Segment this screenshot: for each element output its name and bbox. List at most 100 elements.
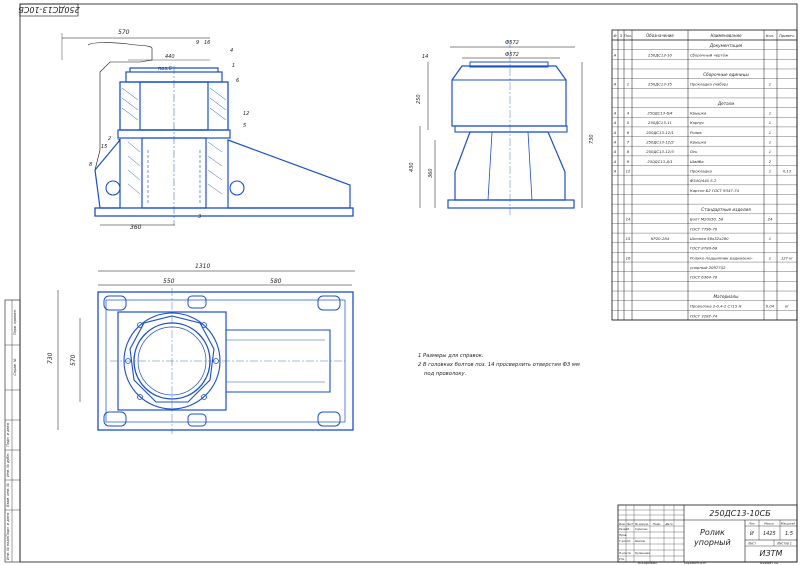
tb-role: Т.контр. <box>619 539 631 543</box>
spec-cell-name: Материалы <box>713 294 739 299</box>
spec-cell-name: Крышка <box>690 111 707 116</box>
spec-cell-qty: 1 <box>769 149 771 154</box>
tb-label: Лист <box>625 522 633 526</box>
spec-cell-pos: 6 <box>627 130 630 135</box>
spec-cell-f: А <box>613 83 617 87</box>
dim-580: 580 <box>270 278 282 285</box>
spec-cell-name: Ось <box>690 149 697 154</box>
dim-730-side: 730 <box>589 134 595 144</box>
tb-label: Изм <box>619 522 625 526</box>
spec-cell-name: ГОСТ 3282-74 <box>690 313 718 318</box>
tb-sheets: Листов 1 <box>776 542 792 546</box>
tb-mass: 1425 <box>763 531 776 537</box>
note-line: 1 Размеры для справок. <box>418 353 484 359</box>
spec-header: З <box>620 34 623 38</box>
spec-cell-name: Прокладка (набор) <box>690 82 728 87</box>
spec-cell-name: ГОСТ 6364-78 <box>690 275 718 280</box>
spec-cell-code: 250ДС13-8/1 <box>647 159 672 164</box>
spec-cell-name: Корпус <box>690 120 705 125</box>
callout: 6 <box>236 78 239 84</box>
callout: 9 <box>196 40 199 46</box>
spec-cell-qty: 1 <box>769 82 771 87</box>
spec-cell-name: Проволока 2-0,4-2 Ст15 Н <box>690 304 741 309</box>
dim-570: 570 <box>118 29 130 36</box>
spec-cell-code: 250ДС13-35 <box>648 82 672 87</box>
dim-d-outer: Ф572 <box>505 40 519 46</box>
side-label: Перв. примен. <box>13 309 17 335</box>
sheet-frame <box>19 3 798 563</box>
callout: 15 <box>101 144 107 150</box>
tb-name-1: Ролик <box>700 528 725 537</box>
spec-cell-name: Ролико-подшипник радиально- <box>690 255 753 260</box>
spec-cell-qty: 0,04 <box>766 304 775 309</box>
side-label: Справ. № <box>13 358 17 375</box>
plan-view: 1310 550 580 730 570 <box>47 263 355 434</box>
spec-cell-name: Крышка <box>690 140 707 145</box>
callout: 7 <box>117 139 121 145</box>
callout: 12 <box>243 111 249 117</box>
callout-14: 14 <box>422 54 428 60</box>
dim-730-plan: 730 <box>47 352 54 364</box>
callout: 8 <box>89 162 92 168</box>
spec-header: Обозначение <box>646 33 674 38</box>
spec-cell-code: 250ДС13-10 <box>648 53 672 58</box>
tb-sheet: Лист <box>747 542 756 546</box>
note-line: 2 В головках болтов поз. 14 просверлить … <box>418 362 580 368</box>
tb-label: Подп. <box>653 522 662 526</box>
side-label: Подп. и дата <box>6 423 10 447</box>
tb-role: Утв. <box>619 557 625 561</box>
tb-person: Кулешова <box>635 551 650 555</box>
spec-cell-f: А <box>613 112 617 116</box>
dim-570-plan: 570 <box>70 354 77 366</box>
spec-cell-f: А <box>613 131 617 135</box>
tb-role: Н.контр. <box>619 551 632 555</box>
callout: 5 <box>243 123 246 129</box>
side-strip: Перв. примен. Справ. № Подп. и дата Инв.… <box>4 299 21 563</box>
tb-person: Шилов <box>635 539 645 543</box>
spec-cell-qty: 1 <box>769 168 771 173</box>
spec-cell-pos: 12 <box>626 168 631 173</box>
spec-cell-name: ГОСТ 7796-70 <box>690 226 718 231</box>
callout: 2 <box>108 136 111 142</box>
spec-cell-code: 250ДС13-12/1 <box>646 130 674 135</box>
tb-org: ИЗТМ <box>760 549 783 558</box>
spec-cell-qty: 2 <box>769 159 772 164</box>
spec-cell-qty: 1 <box>769 120 771 125</box>
tb-label: Масштаб <box>781 522 795 526</box>
spec-cell-note: 127 кг <box>781 256 793 260</box>
tb-role: Разраб. <box>619 527 630 531</box>
tb-person: Сорокин <box>635 527 648 531</box>
callout: 16 <box>204 40 210 46</box>
spec-cell-pos: 16 <box>626 255 631 260</box>
spec-cell-f: А <box>613 169 617 173</box>
main-section-view: 570 440 поз.6 <box>61 29 354 231</box>
dim-440: 440 <box>165 54 175 60</box>
side-label: Подп. и дата <box>6 513 10 537</box>
spec-cell-qty: 1 <box>769 255 771 260</box>
spec-cell-note: 0,13 <box>783 169 792 173</box>
tb-label: Масса <box>764 522 774 526</box>
tb-scale: 1:5 <box>785 531 793 537</box>
tb-lit: И <box>750 531 754 537</box>
tb-label: № докум. <box>634 522 649 526</box>
notes: 1 Размеры для справок. 2 В головках болт… <box>418 353 580 377</box>
spec-cell-pos: 15 <box>626 236 631 241</box>
text-pos6: поз.6 <box>158 66 172 72</box>
dim-250: 250 <box>416 94 422 104</box>
callout: 3 <box>198 214 201 220</box>
dim-550: 550 <box>163 278 175 285</box>
spec-cell-pos: 1 <box>627 82 629 87</box>
spec-header: Поз. <box>624 34 632 38</box>
dim-d-inner: Ф572 <box>505 52 519 58</box>
side-label: Инв. № дубл. <box>6 453 10 477</box>
spec-cell-qty: 1 <box>769 140 771 145</box>
spec-cell-name: Картон Б2 ГОСТ 9347-74 <box>690 188 740 193</box>
spec-cell-note: кг <box>785 305 789 309</box>
tb-code: 250ДС13-10СБ <box>709 509 771 518</box>
spec-cell-name: Стандартные изделия <box>701 207 751 212</box>
spec-cell-f: А <box>613 160 617 164</box>
spec-cell-pos: 4 <box>627 111 630 116</box>
spec-cell-name: Сборочные единицы <box>703 72 749 77</box>
dim-430: 430 <box>409 162 415 172</box>
